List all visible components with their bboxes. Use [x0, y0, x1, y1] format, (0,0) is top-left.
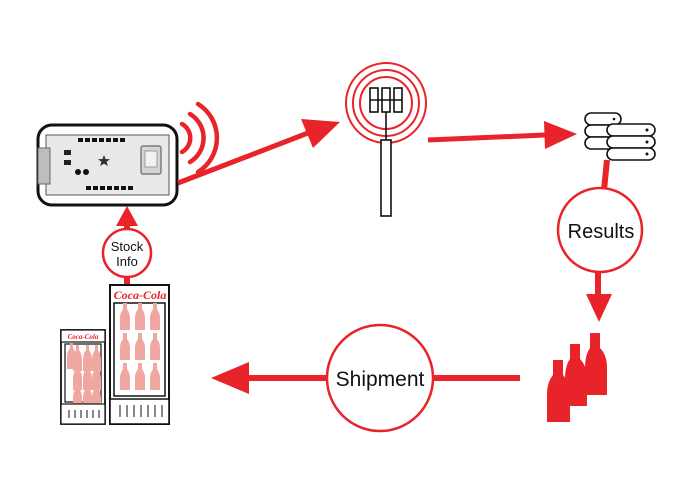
arrow-tower-to-database: [427, 121, 577, 149]
small-fridge: Coca-Cola: [60, 329, 106, 425]
large-fridge-logo: Coca-Cola: [114, 288, 167, 302]
wireless-signal-icon: [179, 101, 220, 175]
iot-board-device: [36, 123, 179, 207]
arrow-device-to-tower: [177, 119, 340, 186]
shipment-flow: Shipment: [211, 323, 520, 433]
stock-info-flow: Stock Info: [101, 206, 153, 285]
shipment-label: Shipment: [336, 368, 425, 391]
database-servers-icon: [584, 112, 656, 161]
vending-fridge-icon: Coca-Cola Coca-Cola: [60, 284, 170, 425]
cell-tower-icon: [345, 62, 427, 217]
iot-board-icon: [37, 138, 162, 190]
results-node: Results: [556, 159, 644, 322]
coke-bottles-icon: [547, 333, 607, 422]
small-fridge-logo: Coca-Cola: [68, 333, 99, 341]
stock-info-label-line2: Info: [116, 254, 138, 269]
results-label: Results: [568, 221, 635, 243]
large-fridge: Coca-Cola: [109, 284, 170, 425]
stock-info-label-line1: Stock: [111, 239, 144, 254]
